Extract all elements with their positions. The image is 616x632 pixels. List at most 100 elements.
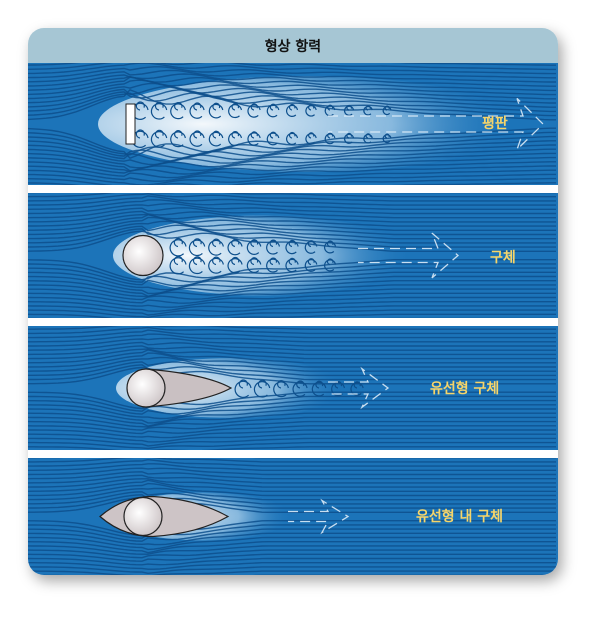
streamline [28,361,556,377]
panel-flat-plate: 평판 [28,63,558,185]
streamline [28,491,556,505]
vortex [169,255,187,275]
vortex [170,102,186,120]
vortex [150,129,168,148]
diagram-title: 형상 항력 [28,28,558,63]
streamline [28,366,556,385]
sphere [126,368,166,408]
streamline [28,309,556,318]
streamline [28,399,556,415]
label-flat-plate: 평판 [482,116,508,132]
label-streamlined-sphere: 유선형 구체 [430,381,500,397]
vortex [382,133,392,144]
streamline [28,193,556,202]
streamline [28,165,556,179]
streamline [28,545,556,555]
vortex [208,256,224,274]
vortex [285,239,299,255]
streamline [28,296,556,308]
streamline [28,391,556,410]
streamline [28,329,556,339]
streamline [28,541,556,554]
streamline [28,199,556,210]
streamline [28,446,556,450]
label-sphere-in-streamlined-body: 유선형 내 구체 [416,509,504,525]
streamline [28,425,556,435]
vortex [247,131,261,146]
streamline [28,156,556,173]
vortex [228,131,243,147]
streamline [28,75,556,92]
vortex [266,103,280,118]
vortex [189,130,205,147]
streamline [28,441,556,450]
streamline [28,280,556,298]
vortex [311,380,327,397]
vortex [285,257,299,273]
vortex [246,257,262,273]
sphere [123,496,163,537]
vortex [286,131,299,145]
streamline [28,66,556,79]
streamline [28,230,556,252]
streamline [28,85,556,108]
vortex [150,101,168,120]
vortex [324,240,337,254]
vortex [305,104,317,117]
vortex [228,103,243,119]
panel-sphere-in-streamlined-body: 유선형 내 구체 [28,458,558,575]
streamline [28,207,556,219]
vortex [227,256,243,274]
flow-sphere-in-streamlined-body [28,458,556,575]
streamline [28,193,556,198]
streamline [28,562,556,570]
streamline [28,474,556,484]
streamline [28,326,556,335]
flow-streamlined-sphere [28,326,556,450]
wake-arrow [328,97,544,151]
vortex [247,103,261,118]
panel-streamlined-sphere: 유선형 구체 [28,326,558,450]
streamline [28,420,556,431]
streamline [28,494,556,509]
streamline [28,433,556,443]
streamline [28,177,556,185]
vortex [363,133,373,144]
label-sphere: 구체 [490,250,516,266]
vortex [292,380,308,397]
streamline [28,161,556,175]
streamline [28,259,556,281]
streamline [28,305,556,316]
streamline [28,135,556,159]
streamlined-tail [145,368,233,408]
streamline [28,458,556,467]
streamline [28,416,556,428]
wake-arrow [358,232,459,279]
vortex [266,257,281,273]
streamline [28,364,556,381]
vortex [188,256,206,275]
vortex [324,132,336,145]
vortex [286,103,299,117]
streamline [28,349,556,364]
vortex [266,131,280,146]
streamline [28,412,556,427]
streamline [28,553,556,562]
vortex [350,381,364,396]
streamline [28,536,556,551]
vortex [208,102,224,119]
streamline [28,89,556,113]
streamline [28,228,556,248]
streamline [28,352,556,368]
vortex [208,130,224,147]
streamline [28,458,556,463]
vortex [304,240,318,254]
vortex [189,102,205,119]
vortex [169,237,187,257]
flow-flat-plate [28,63,556,185]
streamline [28,288,556,301]
streamline [28,557,556,566]
vortex [343,132,355,144]
vortex [273,380,289,398]
streamline [28,131,556,156]
